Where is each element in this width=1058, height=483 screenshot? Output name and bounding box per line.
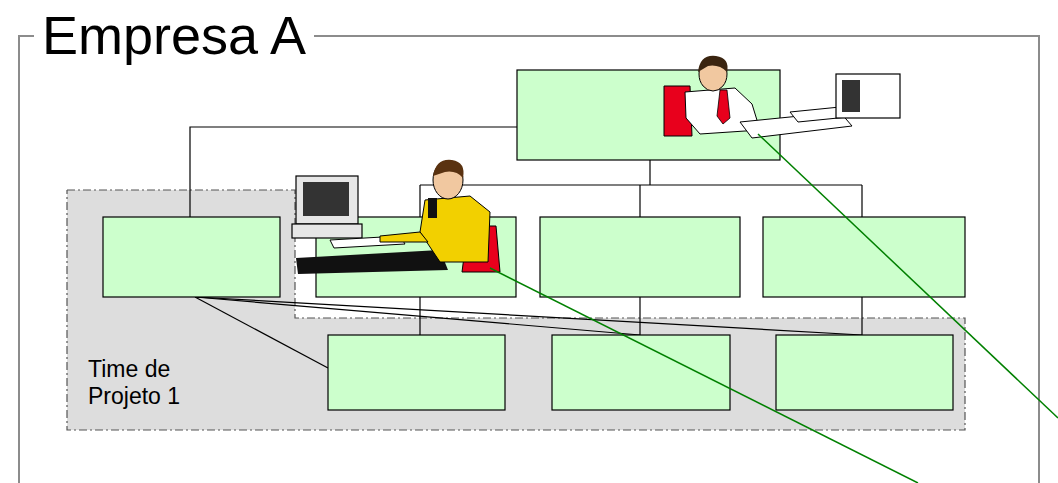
org-lines (190, 127, 862, 368)
org-line (420, 184, 862, 185)
worker-illustration (292, 160, 500, 274)
org-box (552, 335, 730, 410)
monitor-symbol (296, 176, 358, 224)
computer-case (292, 224, 362, 238)
org-line (861, 185, 862, 217)
keyboard-symbol (790, 106, 858, 122)
team-outline (67, 190, 965, 430)
org-box (316, 217, 516, 297)
shirt-symbol (420, 196, 490, 262)
org-box (763, 217, 965, 297)
org-box (517, 70, 780, 160)
project-team-region: Time de Projeto 1 (67, 190, 965, 430)
project-line (195, 297, 862, 335)
leader-line (490, 268, 918, 483)
head-symbol (433, 161, 463, 199)
manager-illustration (664, 56, 900, 138)
org-line (861, 297, 862, 335)
project-line (195, 297, 640, 335)
org-line (419, 297, 420, 335)
team-outline-shape (67, 190, 965, 430)
tie-symbol (717, 90, 730, 124)
monitor-symbol (836, 74, 900, 118)
phone-symbol (428, 198, 437, 218)
org-line (639, 297, 640, 335)
hair-symbol (698, 56, 728, 72)
leader-line (758, 134, 1058, 418)
chair-symbol (664, 86, 692, 136)
keyboard-symbol (330, 236, 405, 248)
org-box (103, 217, 280, 297)
company-frame: Empresa ATime de Projeto 1 (18, 35, 1040, 483)
project-line (195, 297, 328, 368)
org-box (776, 335, 953, 410)
monitor-screen (303, 182, 349, 216)
org-line (419, 185, 420, 217)
arm-symbol (380, 232, 428, 242)
leader-lines (490, 134, 1058, 483)
paper-symbol (740, 112, 852, 138)
org-box (540, 217, 740, 297)
chair-symbol (462, 226, 500, 272)
org-line (649, 160, 650, 185)
org-boxes (103, 70, 965, 410)
org-line (190, 127, 517, 217)
legs-symbol (296, 250, 448, 274)
region-label: Time de Projeto 1 (88, 356, 198, 410)
org-line (639, 185, 640, 217)
monitor-screen (842, 80, 860, 112)
hair-symbol (433, 160, 464, 178)
frame-heading: Empresa A (34, 4, 314, 66)
org-box (328, 335, 505, 410)
shirt-symbol (685, 88, 760, 134)
head-symbol (699, 57, 727, 91)
